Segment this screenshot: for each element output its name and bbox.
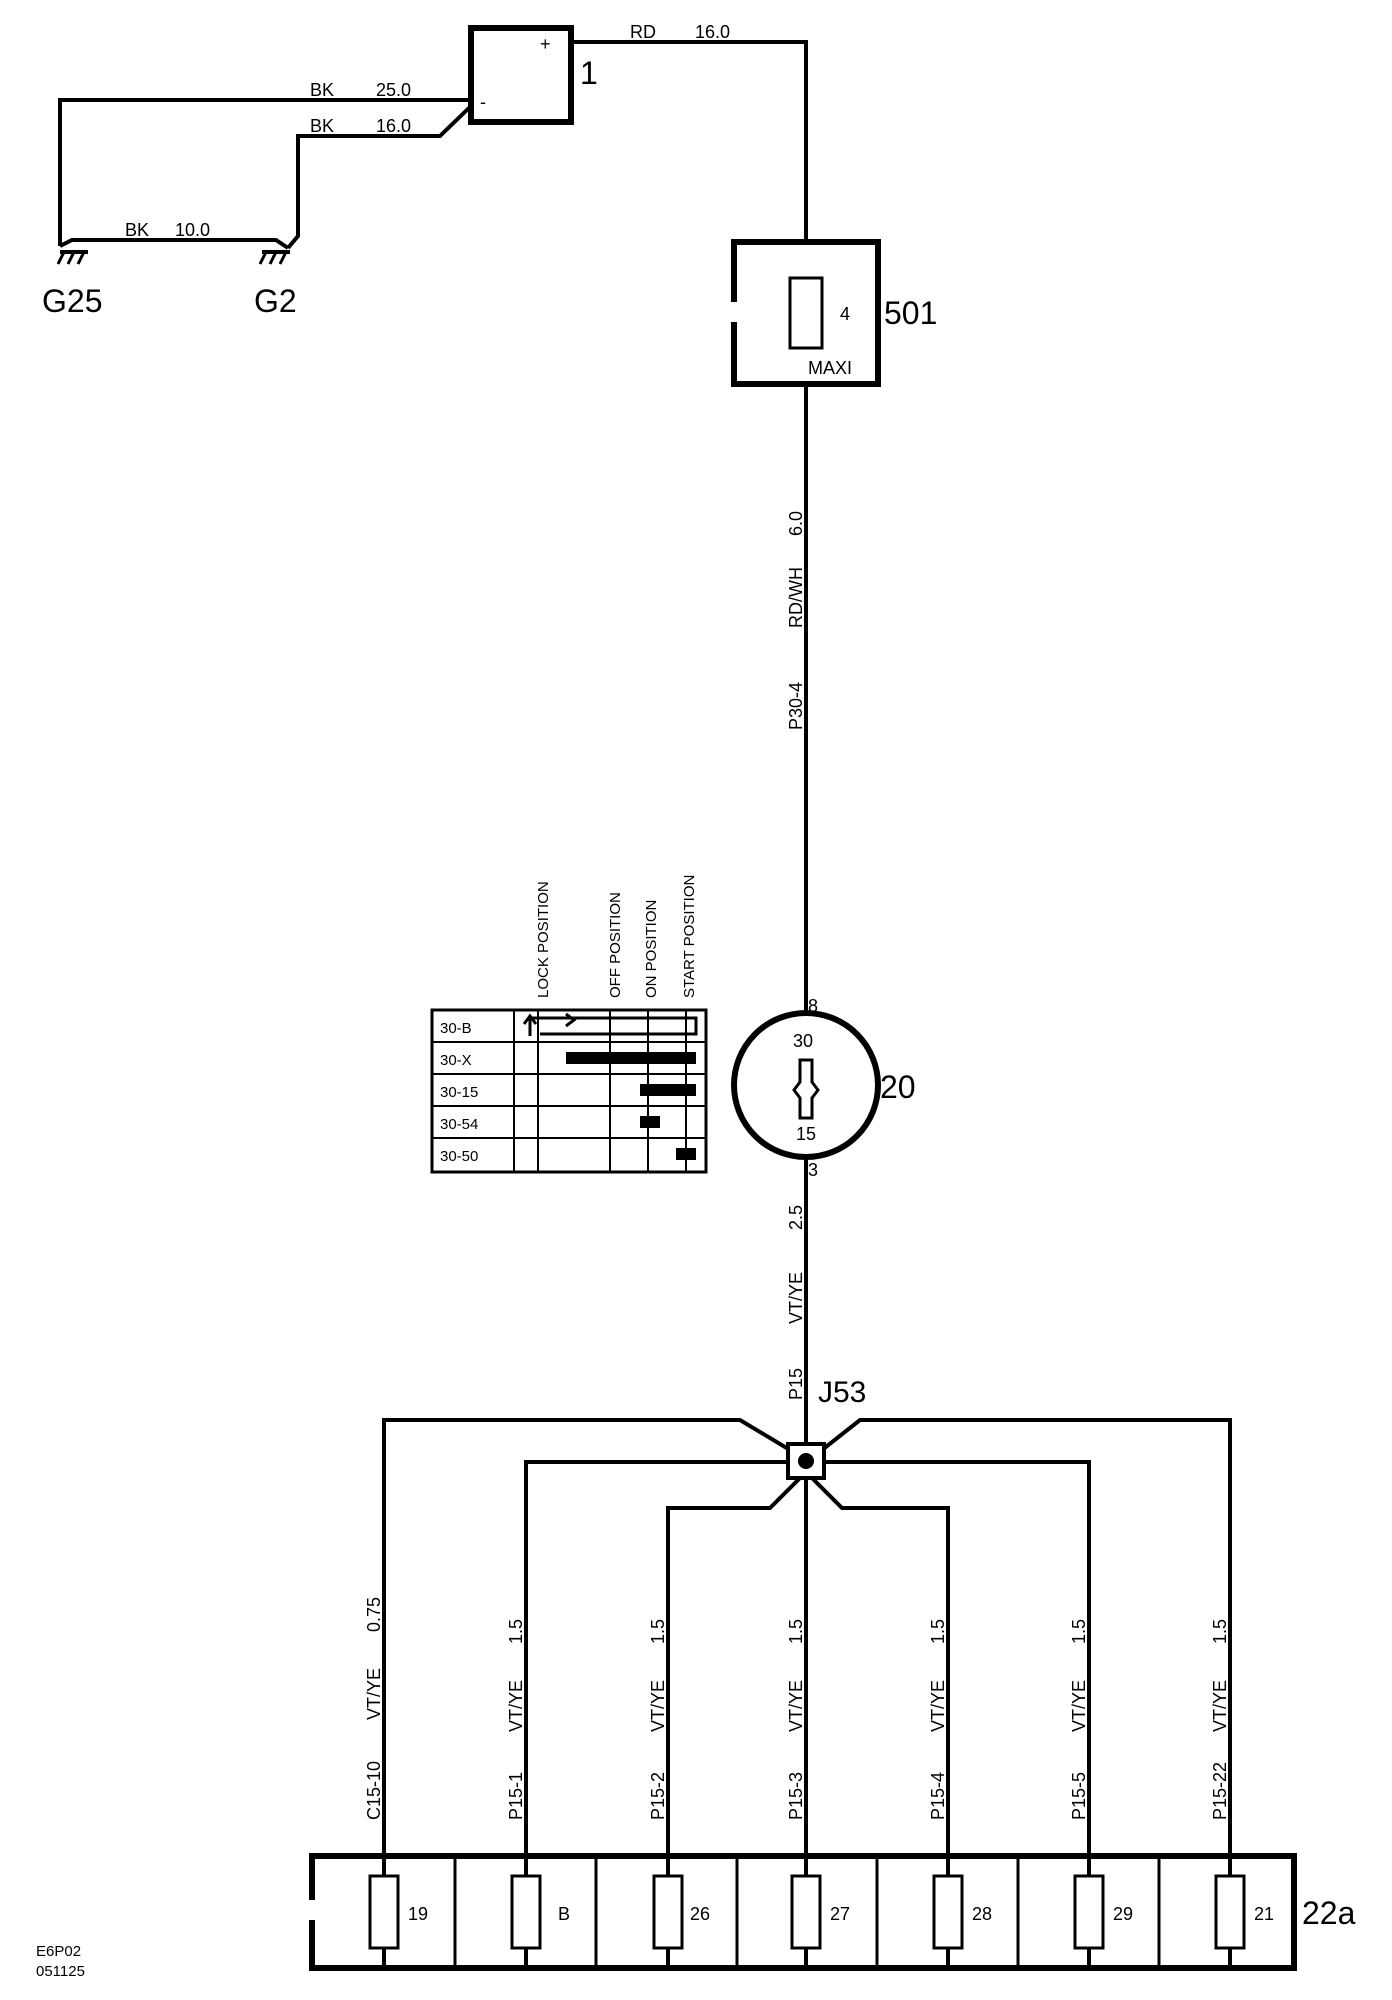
wire-ground-link-size: 10.0 bbox=[175, 220, 210, 240]
branch-color: VT/YE bbox=[648, 1680, 668, 1732]
wire-ground-link bbox=[59, 238, 290, 250]
ground-g2-icon bbox=[258, 250, 290, 265]
fuse-number: 21 bbox=[1254, 1904, 1274, 1924]
wire-ground-link-color: BK bbox=[125, 220, 149, 240]
branch-color: VT/YE bbox=[786, 1680, 806, 1732]
branch-color: VT/YE bbox=[1069, 1680, 1089, 1732]
fuse-number: B bbox=[558, 1904, 570, 1924]
fuse-number: 26 bbox=[690, 1904, 710, 1924]
maxi-fuse-number: 4 bbox=[840, 304, 850, 324]
wire-p15-color: VT/YE bbox=[786, 1272, 806, 1324]
wire-bat-neg2-color: BK bbox=[310, 116, 334, 136]
maxi-fuse-type: MAXI bbox=[808, 358, 852, 378]
wire-p15-circuit: P15 bbox=[786, 1368, 806, 1400]
branch-circuit: P15-1 bbox=[506, 1772, 526, 1820]
wire-bat-neg1-color: BK bbox=[310, 80, 334, 100]
battery-box bbox=[468, 25, 574, 125]
branch-circuit: P15-5 bbox=[1069, 1772, 1089, 1820]
wire-p30-4-circuit: P30-4 bbox=[786, 682, 806, 730]
ignition-terminal-out: 15 bbox=[796, 1124, 816, 1144]
ground-g25-label: G25 bbox=[42, 283, 102, 319]
ignition-position-table: 30-B 30-X 30-15 30-54 30-50 bbox=[430, 1008, 708, 1174]
position-label: LOCK POSITION bbox=[535, 881, 552, 998]
table-row-label: 30-X bbox=[440, 1052, 472, 1069]
junction-box bbox=[786, 1442, 826, 1480]
fuse-icons bbox=[368, 1856, 1246, 1968]
maxi-fuse-icon bbox=[788, 276, 824, 350]
branch-color: VT/YE bbox=[364, 1668, 384, 1720]
ignition-pin-out: 3 bbox=[808, 1160, 818, 1180]
wire-battery-positive bbox=[571, 40, 808, 242]
fuse-number: 28 bbox=[972, 1904, 992, 1924]
footer-date: 051125 bbox=[36, 1963, 85, 1980]
table-row-label: 30-54 bbox=[440, 1116, 478, 1133]
ignition-key-icon bbox=[792, 1058, 820, 1120]
wire-bat-pos-size: 16.0 bbox=[695, 22, 730, 42]
junction-branch-wires bbox=[382, 1418, 1232, 1856]
branch-size: 0.75 bbox=[364, 1597, 384, 1632]
branch-size: 1.5 bbox=[648, 1619, 668, 1644]
footer-code: E6P02 bbox=[36, 1943, 81, 1960]
ignition-pin-in: 8 bbox=[808, 996, 818, 1016]
junction-id: J53 bbox=[818, 1376, 866, 1409]
fuse-box-dividers bbox=[453, 1856, 1161, 1968]
fuse-number: 27 bbox=[830, 1904, 850, 1924]
branch-circuit: P15-3 bbox=[786, 1772, 806, 1820]
table-row-label: 30-50 bbox=[440, 1148, 478, 1165]
wire-p30-4-size: 6.0 bbox=[786, 511, 806, 536]
wire-bat-neg1-size: 25.0 bbox=[376, 80, 411, 100]
wire-battery-negative-g2 bbox=[286, 104, 473, 250]
position-label: OFF POSITION bbox=[607, 892, 624, 998]
junction-dot bbox=[798, 1453, 814, 1469]
branch-circuit: P15-2 bbox=[648, 1772, 668, 1820]
branch-circuit: P15-4 bbox=[928, 1772, 948, 1820]
wire-battery-negative-g25 bbox=[58, 98, 471, 246]
table-row-label: 30-15 bbox=[440, 1084, 478, 1101]
wire-p30-4-color: RD/WH bbox=[786, 567, 806, 628]
branch-color: VT/YE bbox=[506, 1680, 526, 1732]
battery-plus-label: + bbox=[540, 34, 551, 54]
branch-size: 1.5 bbox=[1069, 1619, 1089, 1644]
battery-id: 1 bbox=[580, 55, 598, 91]
wire-bat-pos-color: RD bbox=[630, 22, 656, 42]
branch-size: 1.5 bbox=[928, 1619, 948, 1644]
ignition-switch-id: 20 bbox=[880, 1069, 916, 1105]
branch-size: 1.5 bbox=[1210, 1619, 1230, 1644]
branch-circuit: P15-22 bbox=[1210, 1762, 1230, 1820]
ignition-terminal-in: 30 bbox=[793, 1031, 813, 1051]
branch-size: 1.5 bbox=[786, 1619, 806, 1644]
maxi-fuse-box bbox=[731, 239, 881, 387]
branch-color: VT/YE bbox=[1210, 1680, 1230, 1732]
position-label: START POSITION bbox=[681, 875, 698, 998]
table-row-label: 30-B bbox=[440, 1020, 472, 1037]
wire-p15-size: 2.5 bbox=[786, 1205, 806, 1230]
ground-g2-label: G2 bbox=[254, 283, 297, 319]
battery-minus-label: - bbox=[480, 92, 486, 112]
position-label: ON POSITION bbox=[643, 900, 660, 998]
fuse-number: 29 bbox=[1113, 1904, 1133, 1924]
wire-bat-neg2-size: 16.0 bbox=[376, 116, 411, 136]
maxi-fuse-box-id: 501 bbox=[884, 295, 937, 331]
ground-g25-icon bbox=[56, 250, 88, 265]
fuse-box-id: 22a bbox=[1302, 1895, 1356, 1931]
branch-size: 1.5 bbox=[506, 1619, 526, 1644]
fuse-number: 19 bbox=[408, 1904, 428, 1924]
branch-color: VT/YE bbox=[928, 1680, 948, 1732]
branch-circuit: C15-10 bbox=[364, 1761, 384, 1820]
